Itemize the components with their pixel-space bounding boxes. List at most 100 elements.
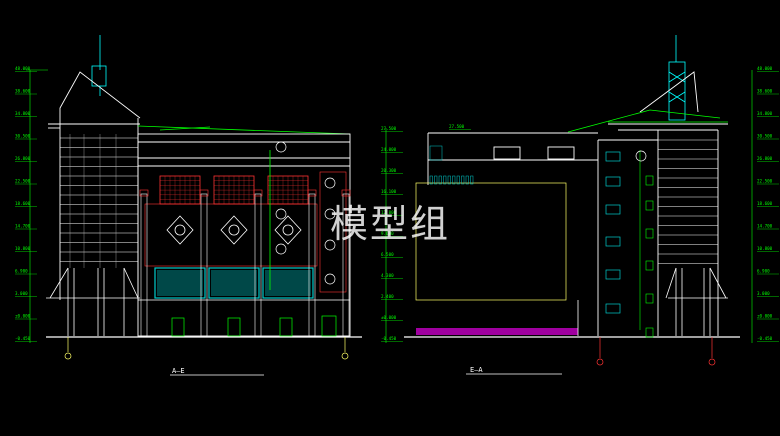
vent-stripe	[470, 175, 474, 185]
watermark-text: 模型组	[330, 202, 451, 246]
pilaster	[308, 193, 316, 337]
window	[605, 204, 621, 215]
left-elevation-tall-block	[48, 71, 141, 300]
level-label: 3.000	[757, 291, 770, 296]
level-label: 6.500	[381, 252, 394, 257]
level-label: 27.500	[449, 124, 465, 129]
pilaster-cap	[139, 189, 149, 197]
round-window-icon	[275, 141, 336, 287]
level-label: 24.000	[381, 147, 397, 152]
right-elevation-left-level-marks: 27.500	[449, 124, 471, 130]
level-label: 12.800	[381, 210, 397, 215]
right-elevation-caption: E—A	[466, 366, 562, 375]
window-small	[645, 293, 654, 304]
level-label: 4.300	[381, 273, 394, 278]
right-elevation-low-block	[415, 132, 598, 301]
level-label: 9.600	[381, 231, 394, 236]
level-label: 30.500	[15, 134, 31, 139]
left-elevation-canopy	[137, 125, 351, 135]
right-elevation-tower-windows	[605, 150, 654, 338]
level-label: 38.600	[757, 89, 773, 94]
left-elevation-pilasters	[139, 189, 351, 337]
left-elevation-right-level-marks: 27.500 24.000 20.300 16.100 12.800 9.600 6.500…	[381, 126, 403, 342]
level-label: 14.700	[15, 224, 31, 229]
level-label: 22.500	[15, 179, 31, 184]
right-elevation-ground-strip	[416, 328, 578, 335]
window-small	[645, 327, 654, 338]
level-label: 3.000	[15, 291, 28, 296]
left-elevation: 48.00038.60034.80030.50026.80022.50018.6…	[15, 35, 403, 376]
window	[605, 151, 621, 162]
level-label: ±0.000	[757, 314, 773, 319]
level-label: 34.800	[15, 111, 31, 116]
axis-bubble-icon	[596, 337, 716, 366]
right-elevation-tall-block	[597, 71, 728, 336]
level-label: 48.000	[757, 66, 773, 71]
left-elevation-left-level-marks: 48.00038.60034.80030.50026.80022.50018.6…	[15, 66, 37, 342]
level-label: 18.600	[757, 201, 773, 206]
level-label: 34.800	[757, 111, 773, 116]
left-elevation-tall-block-floor-bands	[60, 134, 138, 268]
window-small	[645, 175, 654, 186]
left-elevation-red-panels	[144, 171, 347, 293]
left-elevation-glass-band	[154, 267, 314, 299]
axis-bubble-icon	[64, 337, 349, 360]
window	[605, 303, 621, 314]
level-label: -0.450	[15, 336, 31, 341]
vent-stripe	[429, 175, 433, 185]
level-label: 27.500	[381, 126, 397, 131]
level-label: 16.100	[381, 189, 397, 194]
vent-stripe	[461, 175, 465, 185]
left-elevation-caption: A—E	[170, 367, 264, 376]
grid-window-hatching	[160, 176, 308, 204]
level-label: 2.400	[381, 294, 394, 299]
left-elevation-front-block	[137, 133, 351, 337]
level-label: 14.700	[757, 224, 773, 229]
level-label: -0.450	[757, 336, 773, 341]
right-elevation-roof-wedge	[567, 109, 728, 133]
vent-stripe	[465, 175, 469, 185]
level-label: 6.900	[757, 269, 770, 274]
level-label: -0.450	[381, 336, 397, 341]
vent-panel	[429, 145, 443, 161]
level-label: 26.800	[15, 156, 31, 161]
pilaster	[254, 193, 262, 337]
vent-stripe	[443, 175, 447, 185]
vent-stripe	[438, 175, 442, 185]
pilaster-cap	[307, 189, 317, 197]
left-elevation-pilotis	[46, 267, 140, 336]
right-elevation: 48.00038.60034.80030.50026.80022.50018.6…	[404, 35, 779, 375]
level-label: 20.300	[381, 168, 397, 173]
vent-stripe	[434, 175, 438, 185]
pilaster	[140, 193, 148, 337]
level-label: 22.500	[757, 179, 773, 184]
window	[605, 269, 621, 280]
window	[605, 236, 621, 247]
level-label: 10.800	[15, 246, 31, 251]
level-label: ±0.000	[15, 314, 31, 319]
level-label: 18.600	[15, 201, 31, 206]
right-elevation-pilotis	[665, 267, 728, 336]
level-label: 10.800	[757, 246, 773, 251]
right-elevation-floor-bands	[658, 139, 718, 264]
vent-stripe	[447, 175, 451, 185]
window	[605, 176, 621, 187]
right-elevation-vent-stripes	[429, 145, 474, 185]
svg-text:A—E: A—E	[172, 367, 185, 375]
pilaster-cap	[253, 189, 263, 197]
vent-stripe	[456, 175, 460, 185]
diamond-window-icon	[166, 215, 302, 245]
level-label: 38.600	[15, 89, 31, 94]
pilaster-cap	[199, 189, 209, 197]
vent-stripe	[452, 175, 456, 185]
level-label: ±0.000	[381, 315, 397, 320]
svg-text:E—A: E—A	[470, 366, 483, 374]
pilaster	[200, 193, 208, 337]
window-small	[645, 260, 654, 271]
right-tower-mast	[668, 35, 686, 121]
window-small	[645, 228, 654, 239]
level-label: 6.900	[15, 269, 28, 274]
window-small	[645, 200, 654, 211]
pilaster	[342, 193, 350, 337]
